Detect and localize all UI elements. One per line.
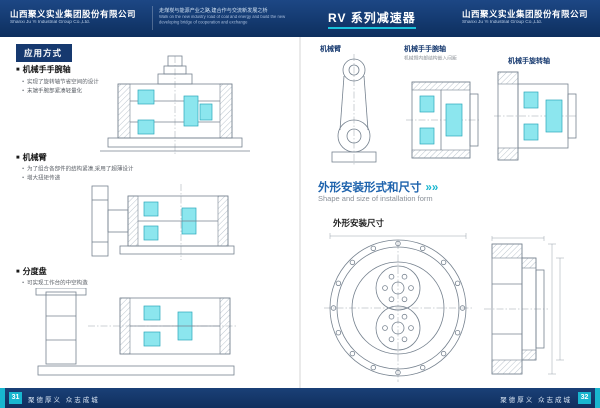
install-heading-cn: 外形安装形式和尺寸»» bbox=[318, 179, 438, 195]
flange-side-section-drawing bbox=[484, 236, 564, 375]
subsection-title-arm: 机械臂 bbox=[16, 152, 47, 163]
product-title: RV 系列减速器 bbox=[328, 11, 416, 25]
footer-accent-right bbox=[595, 388, 600, 408]
mechanical-arm-application-drawing bbox=[91, 184, 235, 260]
drawing-note-wrist: 机械臂内部结构嵌入间距 bbox=[404, 56, 457, 62]
subsection-title-index-plate: 分度盘 bbox=[16, 266, 47, 277]
dims-title: 外形安装尺寸 bbox=[333, 218, 385, 228]
header-slogan: 走煤炭与能源产业之路,建合作与交流新发展之桥 Walk on the new i… bbox=[152, 6, 304, 30]
page-footer: 31 聚德厚义 众志成城 聚德厚义 众志成城 32 bbox=[0, 388, 600, 408]
bullet-item: 实现了旋转轴节省空间的设计 bbox=[22, 77, 99, 86]
wrist-axis-application-drawing bbox=[100, 55, 250, 154]
company-name-en: Shanxi Ju Yi Industrial Group Co.,Ltd. bbox=[10, 20, 91, 25]
company-name-en: Shanxi Ju Yi Industrial Group Co.,Ltd. bbox=[461, 20, 543, 25]
company-name-cn: 山西聚义实业集团股份有限公司 bbox=[10, 9, 137, 19]
install-heading-en: Shape and size of installation form bbox=[318, 194, 433, 203]
page-header: 山西聚义实业集团股份有限公司 Shanxi Ju Yi Industrial G… bbox=[0, 0, 600, 37]
product-title-underline bbox=[328, 27, 416, 29]
slogan-cn: 走煤炭与能源产业之路,建合作与交流新发展之桥 bbox=[159, 8, 268, 14]
index-plate-application-drawing bbox=[35, 288, 238, 376]
company-block-right: 山西聚义实业集团股份有限公司 Shanxi Ju Yi Industrial G… bbox=[462, 8, 588, 26]
footer-motto-right: 聚德厚义 众志成城 bbox=[500, 397, 572, 404]
footer-accent-left bbox=[0, 388, 5, 408]
page-number-right: 32 bbox=[578, 392, 591, 404]
install-heading-text: 外形安装形式和尺寸 bbox=[318, 182, 422, 194]
drawing-label-rotary: 机械手旋转轴 bbox=[508, 58, 550, 65]
company-block-left: 山西聚义实业集团股份有限公司 Shanxi Ju Yi Industrial G… bbox=[10, 8, 136, 26]
page-number-left: 31 bbox=[9, 392, 22, 404]
company-name-cn: 山西聚义实业集团股份有限公司 bbox=[461, 9, 588, 19]
section-title-application: 应用方式 bbox=[16, 44, 73, 62]
page-fold-divider bbox=[299, 37, 301, 388]
bullet-item: 末端手腕部紧凑轻量化 bbox=[22, 86, 82, 95]
drawing-label-arm: 机械臂 bbox=[320, 46, 341, 53]
robot-arm-drawing bbox=[331, 54, 377, 166]
bullet-item: 可实现工作台的中空构造 bbox=[22, 278, 88, 287]
wrist-axis-section-drawing bbox=[406, 81, 480, 159]
drawing-label-wrist: 机械手手腕轴 bbox=[404, 46, 446, 53]
chevrons-icon: »» bbox=[425, 182, 439, 194]
slogan-en: Walk on the new industry road of coal an… bbox=[159, 15, 286, 25]
rotary-axis-section-drawing bbox=[494, 71, 578, 161]
footer-motto-left: 聚德厚义 众志成城 bbox=[28, 397, 100, 404]
flange-front-view-drawing bbox=[324, 233, 472, 382]
bullet-item: 增大扭矩传递 bbox=[22, 173, 60, 182]
subsection-title-wrist-axis: 机械手手腕轴 bbox=[16, 64, 71, 75]
bullet-item: 为了组合各部件的结构紧凑,采用了超薄设计 bbox=[22, 164, 133, 173]
